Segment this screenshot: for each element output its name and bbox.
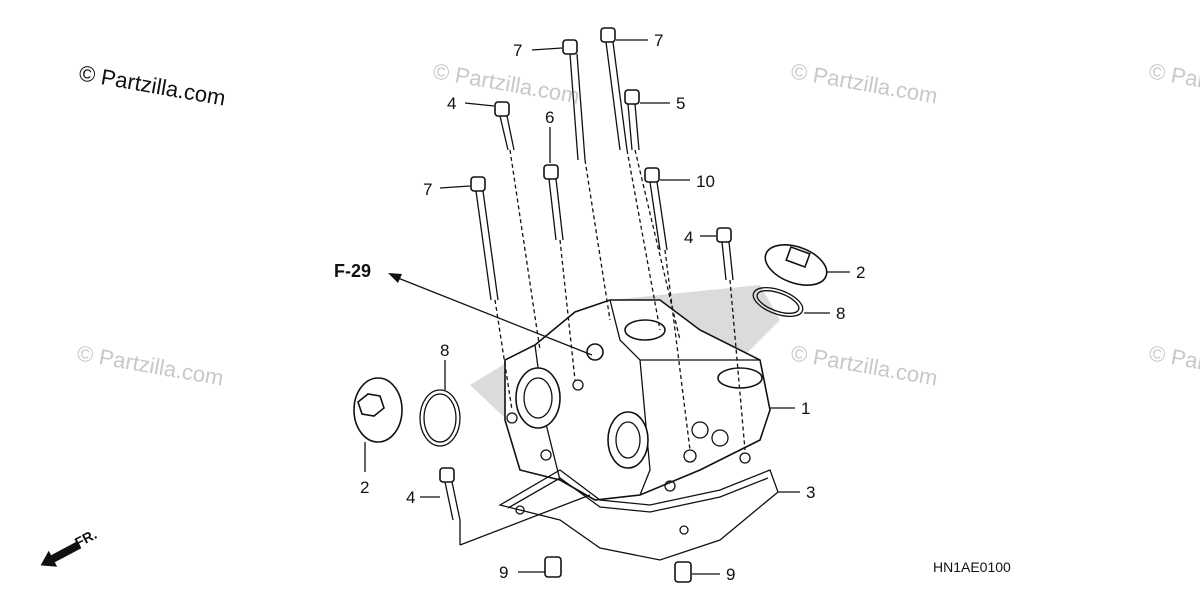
- head-cover-gasket: [498, 469, 779, 561]
- callout-label: 2: [856, 263, 865, 282]
- watermark: © Partzilla.com: [1147, 58, 1200, 108]
- callout-label: 3: [806, 483, 815, 502]
- front-direction-indicator: FR.: [40, 526, 99, 567]
- callout-label: 7: [654, 31, 663, 50]
- callout-label: 2: [360, 478, 369, 497]
- callout-label: 4: [406, 488, 415, 507]
- callout-label: 7: [423, 180, 432, 199]
- cylinder-head-cover: [470, 285, 780, 501]
- diagram-code: HN1AE0100: [933, 559, 1011, 575]
- callout-label: 1: [801, 399, 810, 418]
- copyright-text: © Partzilla.com: [77, 60, 227, 110]
- caps-and-seals: [353, 244, 828, 583]
- callout-label: 8: [440, 341, 449, 360]
- leader-lines: [364, 39, 850, 575]
- watermark: © Partzilla.com: [75, 340, 225, 390]
- callouts: 7 7 4 5 6 10 7 4 2 8 8 1 2 3 4 9 9: [360, 31, 865, 584]
- callout-label: 4: [684, 228, 693, 247]
- callout-label: 8: [836, 304, 845, 323]
- callout-label: 5: [676, 94, 685, 113]
- callout-label: 9: [726, 565, 735, 584]
- reference-label: F-29: [334, 261, 371, 281]
- callout-label: 6: [545, 108, 554, 127]
- watermark: © Partzilla.com: [789, 58, 939, 108]
- callout-label: 4: [447, 94, 456, 113]
- callout-label: 7: [513, 41, 522, 60]
- watermark: © Partzilla.com: [789, 340, 939, 390]
- front-direction-arrow-icon: [40, 541, 82, 567]
- callout-label: 10: [696, 172, 715, 191]
- callout-label: 9: [499, 563, 508, 582]
- watermark: © Partzilla.com: [1147, 340, 1200, 390]
- bolts: [439, 27, 746, 546]
